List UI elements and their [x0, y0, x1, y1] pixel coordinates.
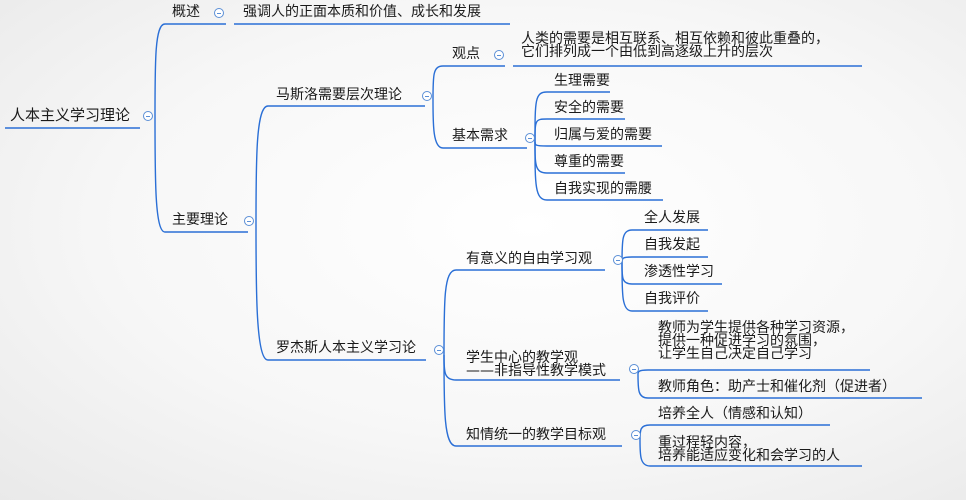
cultivate-whole-node[interactable]: 培养全人（情感和认知）: [658, 406, 812, 422]
maslow-node[interactable]: 马斯洛需要层次理论: [276, 87, 402, 103]
process-over-content-line-2: 培养能适应变化和会学习的人: [658, 448, 840, 464]
main-theories-collapse-toggle[interactable]: [244, 216, 254, 226]
maslow-collapse-toggle[interactable]: [422, 91, 432, 101]
student-centered-line-1: 学生中心的教学观: [466, 350, 578, 366]
viewpoint-node[interactable]: 观点: [452, 46, 480, 62]
basic-needs-node[interactable]: 基本需求: [452, 128, 508, 144]
viewpoint-text-line-1: 人类的需要是相互联系、相互依赖和彼此重叠的，: [521, 31, 829, 47]
student-centered-collapse-toggle[interactable]: [629, 364, 639, 374]
main-theories-node[interactable]: 主要理论: [172, 212, 228, 228]
teacher-resources-line-3: 让学生自己决定自己学习: [658, 346, 812, 362]
root-node[interactable]: 人本主义学习理论: [10, 106, 131, 124]
need-item-esteem[interactable]: 尊重的需要: [554, 154, 624, 170]
need-item-belonging[interactable]: 归属与爱的需要: [554, 127, 652, 143]
process-over-content-line-1: 重过程轻内容，: [658, 435, 756, 451]
overview-node[interactable]: 概述: [172, 4, 200, 20]
free-learning-item-pervasive[interactable]: 渗透性学习: [644, 264, 714, 280]
teacher-resources-line-2: 提供一种促进学习的氛围，: [658, 333, 826, 349]
overview-summary-node[interactable]: 强调人的正面本质和价值、成长和发展: [243, 4, 481, 20]
basic-needs-collapse-toggle[interactable]: [525, 133, 535, 143]
overview-collapse-toggle[interactable]: [214, 8, 224, 18]
teacher-resources-line-1: 教师为学生提供各种学习资源，: [658, 320, 854, 336]
viewpoint-collapse-toggle[interactable]: [494, 50, 504, 60]
goal-view-collapse-toggle[interactable]: [631, 430, 641, 440]
free-learning-node[interactable]: 有意义的自由学习观: [466, 251, 592, 267]
viewpoint-text-node[interactable]: 人类的需要是相互联系、相互依赖和彼此重叠的， 它们排列成一个由低到高逐级上升的层…: [521, 31, 829, 60]
free-learning-collapse-toggle[interactable]: [613, 255, 623, 265]
root-collapse-toggle[interactable]: [143, 111, 153, 121]
rogers-node[interactable]: 罗杰斯人本主义学习论: [276, 340, 416, 356]
teacher-role-node[interactable]: 教师角色：助产士和催化剂（促进者）: [658, 379, 896, 395]
student-centered-line-2: ——非指导性教学模式: [466, 363, 606, 379]
need-item-physiological[interactable]: 生理需要: [554, 73, 610, 89]
free-learning-item-self-evaluation[interactable]: 自我评价: [644, 291, 700, 307]
teacher-resources-node[interactable]: 教师为学生提供各种学习资源， 提供一种促进学习的氛围， 让学生自己决定自己学习: [658, 320, 854, 362]
need-item-self-actualization[interactable]: 自我实现的需腰: [554, 181, 652, 197]
free-learning-item-self-initiated[interactable]: 自我发起: [644, 237, 700, 253]
process-over-content-node[interactable]: 重过程轻内容， 培养能适应变化和会学习的人: [658, 435, 840, 464]
need-item-safety[interactable]: 安全的需要: [554, 100, 624, 116]
student-centered-node[interactable]: 学生中心的教学观 ——非指导性教学模式: [466, 350, 606, 379]
goal-view-node[interactable]: 知情统一的教学目标观: [466, 427, 606, 443]
rogers-collapse-toggle[interactable]: [434, 345, 444, 355]
free-learning-item-whole-person[interactable]: 全人发展: [644, 210, 700, 226]
viewpoint-text-line-2: 它们排列成一个由低到高逐级上升的层次: [521, 44, 773, 60]
